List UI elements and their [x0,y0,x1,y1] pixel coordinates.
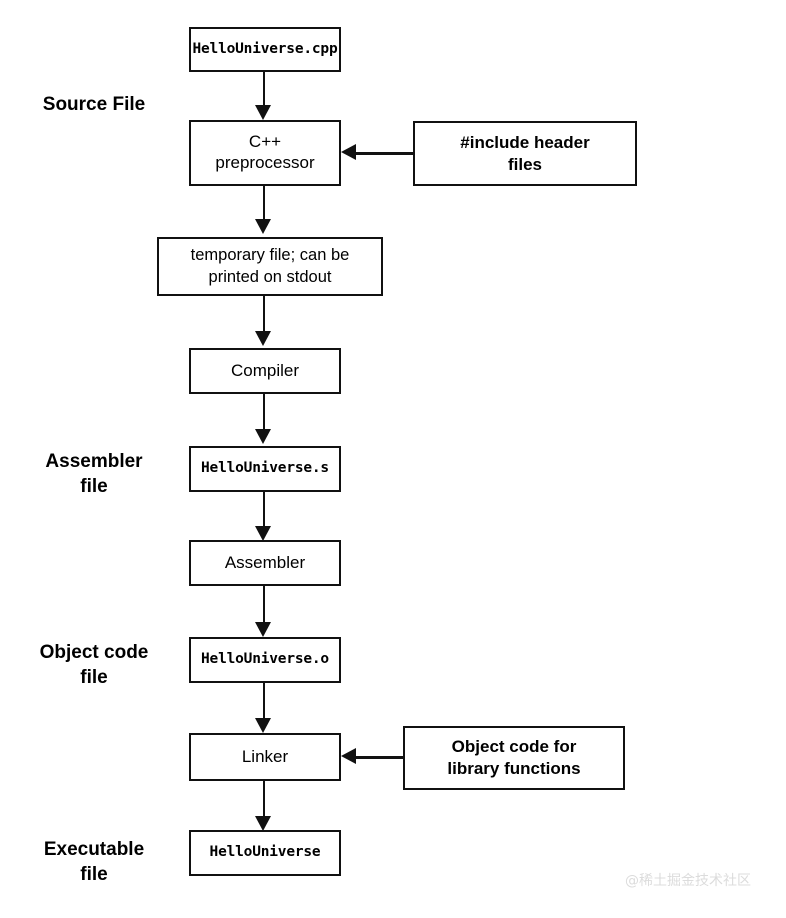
node-compiler: Compiler [189,348,341,394]
arrowhead-down-icon [255,526,271,541]
arrowhead-down-icon [255,816,271,831]
connector-preprocessor-to-temp [262,186,265,221]
node-hellouniverse: HelloUniverse [189,830,341,876]
node-assembler: Assembler [189,540,341,586]
arrowhead-down-icon [255,331,271,346]
node-hellouniverse-s: HelloUniverse.s [189,446,341,492]
connector-assembler-to-obj-file [262,586,265,625]
stage-label-source-file: Source File [42,94,146,115]
node-object-code-for-library: Object code for library functions [403,726,625,790]
arrowhead-down-icon [255,622,271,637]
stage-label-executable-file: Executable file [43,839,145,885]
connector-asm-file-to-assembler [262,492,265,530]
stage-label-object-code-file: Object code file [39,642,149,688]
connector-include-to-preprocessor [355,152,415,155]
node-hellouniverse-o: HelloUniverse.o [189,637,341,683]
arrowhead-left-icon [341,144,356,160]
arrowhead-down-icon [255,718,271,733]
arrowhead-down-icon [255,429,271,444]
node-include-header-files: #include header files [413,121,637,186]
connector-compiler-to-asm-file [262,394,265,431]
arrowhead-down-icon [255,219,271,234]
arrowhead-down-icon [255,105,271,120]
watermark: @稀土掘金技术社区 [625,873,751,889]
connector-cpp-to-preprocessor [262,72,265,107]
node-cpp-preprocessor: C++ preprocessor [189,120,341,186]
connector-temp-to-compiler [262,296,265,333]
connector-linker-to-executable [262,781,265,819]
node-temporary-file: temporary file; can be printed on stdout [157,237,383,296]
connector-obj-file-to-linker [262,683,265,721]
stage-label-assembler-file: Assembler file [45,451,143,497]
arrowhead-left-icon [341,748,356,764]
node-hellouniverse-cpp: HelloUniverse.cpp [189,27,341,72]
connector-library-to-linker [355,756,405,759]
node-linker: Linker [189,733,341,781]
